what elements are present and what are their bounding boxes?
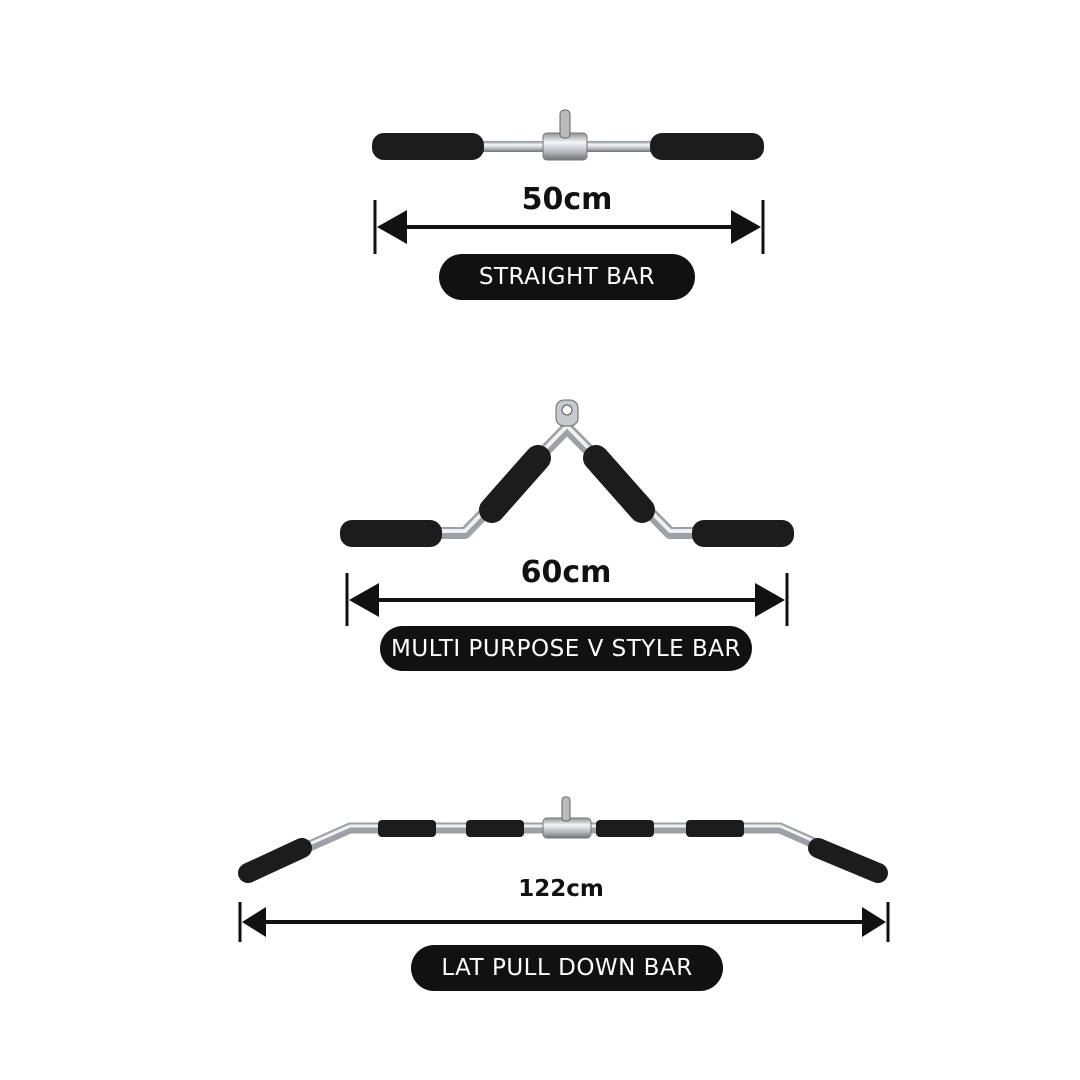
straight-bar-label: STRAIGHT BAR bbox=[439, 254, 695, 300]
lat-pulldown-bar-label: LAT PULL DOWN BAR bbox=[411, 945, 723, 991]
lat-pulldown-bar-dimension-line bbox=[238, 902, 890, 942]
v-bar-length: 60cm bbox=[520, 555, 612, 590]
lat-pulldown-bar-image bbox=[238, 796, 888, 883]
straight-bar-dimension-line bbox=[373, 200, 765, 254]
v-bar-image bbox=[340, 399, 794, 547]
straight-bar-length: 50cm bbox=[521, 182, 613, 217]
straight-bar-image bbox=[372, 109, 764, 161]
v-bar-dimension-line bbox=[345, 573, 789, 626]
v-bar-label: MULTI PURPOSE V STYLE BAR bbox=[380, 626, 752, 671]
lat-pulldown-bar-length: 122cm bbox=[518, 876, 604, 902]
